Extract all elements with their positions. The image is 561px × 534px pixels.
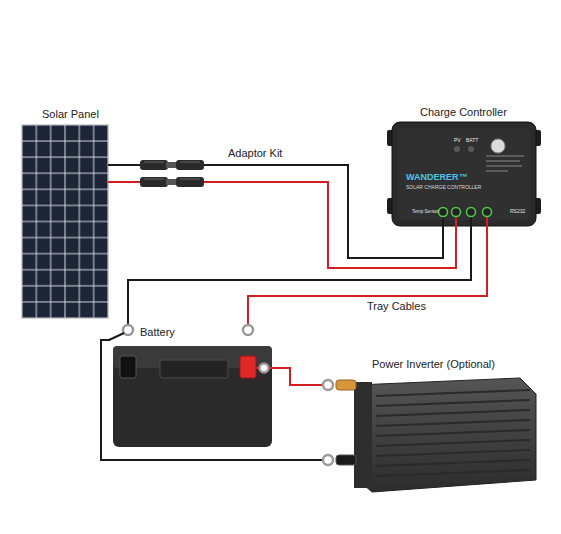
terminal <box>452 208 461 217</box>
cooling-fin <box>376 450 530 456</box>
battery: Battery <box>110 321 276 451</box>
wire <box>128 228 471 321</box>
controller-face <box>398 128 530 220</box>
panel-frame <box>21 124 109 319</box>
wire <box>248 228 487 321</box>
port-label: RS232 <box>510 209 525 215</box>
led <box>468 146 474 152</box>
highlight <box>144 179 164 180</box>
led <box>454 146 460 152</box>
cooling-fin <box>376 420 530 426</box>
wire-label: Adaptor Kit <box>227 147 283 160</box>
highlight <box>144 162 164 163</box>
ring-terminal <box>123 325 133 335</box>
cooling-fin <box>376 460 530 466</box>
component-label: Solar Panel <box>42 108 99 121</box>
inverter-body <box>356 378 536 492</box>
fine-print <box>486 166 522 167</box>
panel-cells <box>22 125 108 318</box>
fine-print <box>486 171 508 172</box>
port-label: Temp Sensor <box>412 209 439 214</box>
wire <box>112 182 456 268</box>
solar-panel: Solar Panel <box>20 104 112 320</box>
battery-recess <box>160 360 228 378</box>
wire-label: Tray Cables <box>366 300 427 313</box>
wire <box>276 368 318 385</box>
mc4-connector <box>176 160 204 170</box>
power-inverter: Power Inverter (Optional) <box>318 355 540 495</box>
component-label: Power Inverter (Optional) <box>372 358 495 371</box>
cooling-fin <box>376 470 530 476</box>
cooling-fin <box>376 400 530 406</box>
highlight <box>180 179 200 180</box>
button <box>491 139 505 153</box>
indicator-label: PV <box>454 138 461 144</box>
mc4-coupler <box>166 162 176 168</box>
brand-name: WANDERER™ <box>406 172 468 182</box>
mc4-connector <box>176 177 204 187</box>
terminal-lead <box>442 216 444 229</box>
component-label: Battery <box>140 326 175 339</box>
ring-terminal <box>323 380 333 390</box>
ring-lead <box>109 333 124 340</box>
mc4-connector <box>140 160 168 170</box>
positive-post <box>336 380 356 390</box>
fine-print <box>486 161 520 162</box>
component-label: Charge Controller <box>420 106 507 119</box>
mc4-connector <box>140 177 168 187</box>
ring-terminal <box>260 364 269 373</box>
cooling-fin <box>376 390 530 396</box>
terminal <box>467 208 476 217</box>
negative-post <box>336 455 356 465</box>
wire <box>112 165 443 258</box>
terminal <box>483 208 492 217</box>
cooling-fin <box>376 440 530 446</box>
wire <box>101 340 318 460</box>
highlight <box>180 162 200 163</box>
positive-post <box>240 356 256 378</box>
product-line: SOLAR CHARGE CONTROLLER <box>406 185 481 191</box>
cooling-fin <box>376 430 530 436</box>
ring-terminal <box>243 325 253 335</box>
cooling-fin <box>376 410 530 416</box>
fine-print <box>486 156 524 157</box>
indicator-label: BATT <box>466 138 478 144</box>
terminal <box>439 208 448 217</box>
terminal-lead <box>455 216 457 229</box>
terminal-lead <box>470 216 472 229</box>
mc4-coupler <box>166 179 176 185</box>
terminal-lead <box>486 216 488 229</box>
negative-post <box>120 356 136 378</box>
inverter-front <box>354 382 372 488</box>
controller-body <box>392 122 536 226</box>
ring-terminal <box>323 455 333 465</box>
